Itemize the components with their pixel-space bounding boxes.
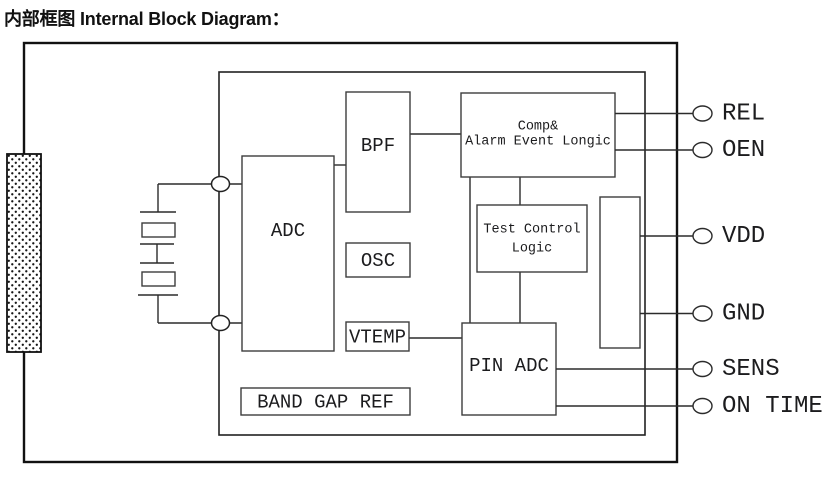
adc-block: ADC	[241, 155, 335, 352]
osc-block-label: OSC	[361, 250, 395, 272]
test-control-logic-block: Test Control Logic	[476, 204, 588, 273]
pin-gnd-terminal-icon	[692, 305, 713, 322]
inner-logic-boundary	[218, 71, 646, 436]
unlabeled-tall-block	[599, 196, 641, 349]
pin-adc-block-label: PIN ADC	[469, 355, 549, 377]
comp-alarm-block: Comp& Alarm Event Longic	[460, 92, 616, 178]
input-node-bottom	[210, 314, 231, 332]
vtemp-block: VTEMP	[345, 321, 410, 352]
pin-rel: REL	[615, 101, 765, 128]
band-gap-ref-block-rect	[240, 387, 411, 416]
adc-block-rect	[241, 155, 335, 352]
comp-alarm-block-label-line2: Alarm Event Longic	[465, 135, 611, 150]
comp-alarm-block-rect	[460, 92, 616, 178]
osc-block-rect	[345, 242, 411, 278]
element-upper-rect	[141, 222, 176, 238]
pin-on-time-label: ON TIME	[722, 393, 823, 420]
pin-on-time-terminal-icon	[692, 397, 713, 415]
bpf-block-rect	[345, 91, 411, 213]
test-control-logic-label-line1: Test Control	[483, 223, 580, 238]
pin-oen: OEN	[615, 137, 765, 164]
osc-block: OSC	[345, 242, 411, 278]
band-gap-ref-block-label: BAND GAP REF	[257, 392, 394, 414]
bpf-block: BPF	[345, 91, 411, 213]
bpf-block-label: BPF	[361, 135, 395, 157]
adc-block-label: ADC	[271, 220, 305, 242]
pin-vdd-label: VDD	[722, 223, 765, 250]
pin-sens-label: SENS	[722, 356, 780, 383]
pin-vdd-terminal-icon	[692, 227, 713, 245]
vtemp-block-label: VTEMP	[349, 327, 406, 349]
pin-oen-label: OEN	[722, 137, 765, 164]
pin-sens-terminal-icon	[692, 360, 713, 378]
pin-sens: SENS	[556, 356, 780, 383]
pin-gnd: GND	[640, 301, 765, 328]
pyro-sensor-element	[6, 153, 42, 353]
test-control-logic-label-line2: Logic	[512, 242, 553, 257]
pin-rel-terminal-icon	[692, 105, 713, 122]
pin-gnd-label: GND	[722, 301, 765, 328]
comp-alarm-block-label-line1: Comp&	[518, 120, 559, 135]
pin-oen-terminal-icon	[692, 141, 713, 159]
element-lower-rect	[141, 271, 176, 287]
pin-rel-label: REL	[722, 101, 765, 128]
figure-title: 内部框图 Internal Block Diagram：	[4, 9, 290, 29]
pin-vdd: VDD	[640, 223, 765, 250]
pin-adc-block: PIN ADC	[461, 322, 557, 416]
pin-on-time: ON TIME	[556, 393, 823, 420]
band-gap-ref-block: BAND GAP REF	[240, 387, 411, 416]
input-node-top	[210, 175, 231, 193]
test-control-logic-block-rect	[476, 204, 588, 273]
vtemp-block-rect	[345, 321, 410, 352]
